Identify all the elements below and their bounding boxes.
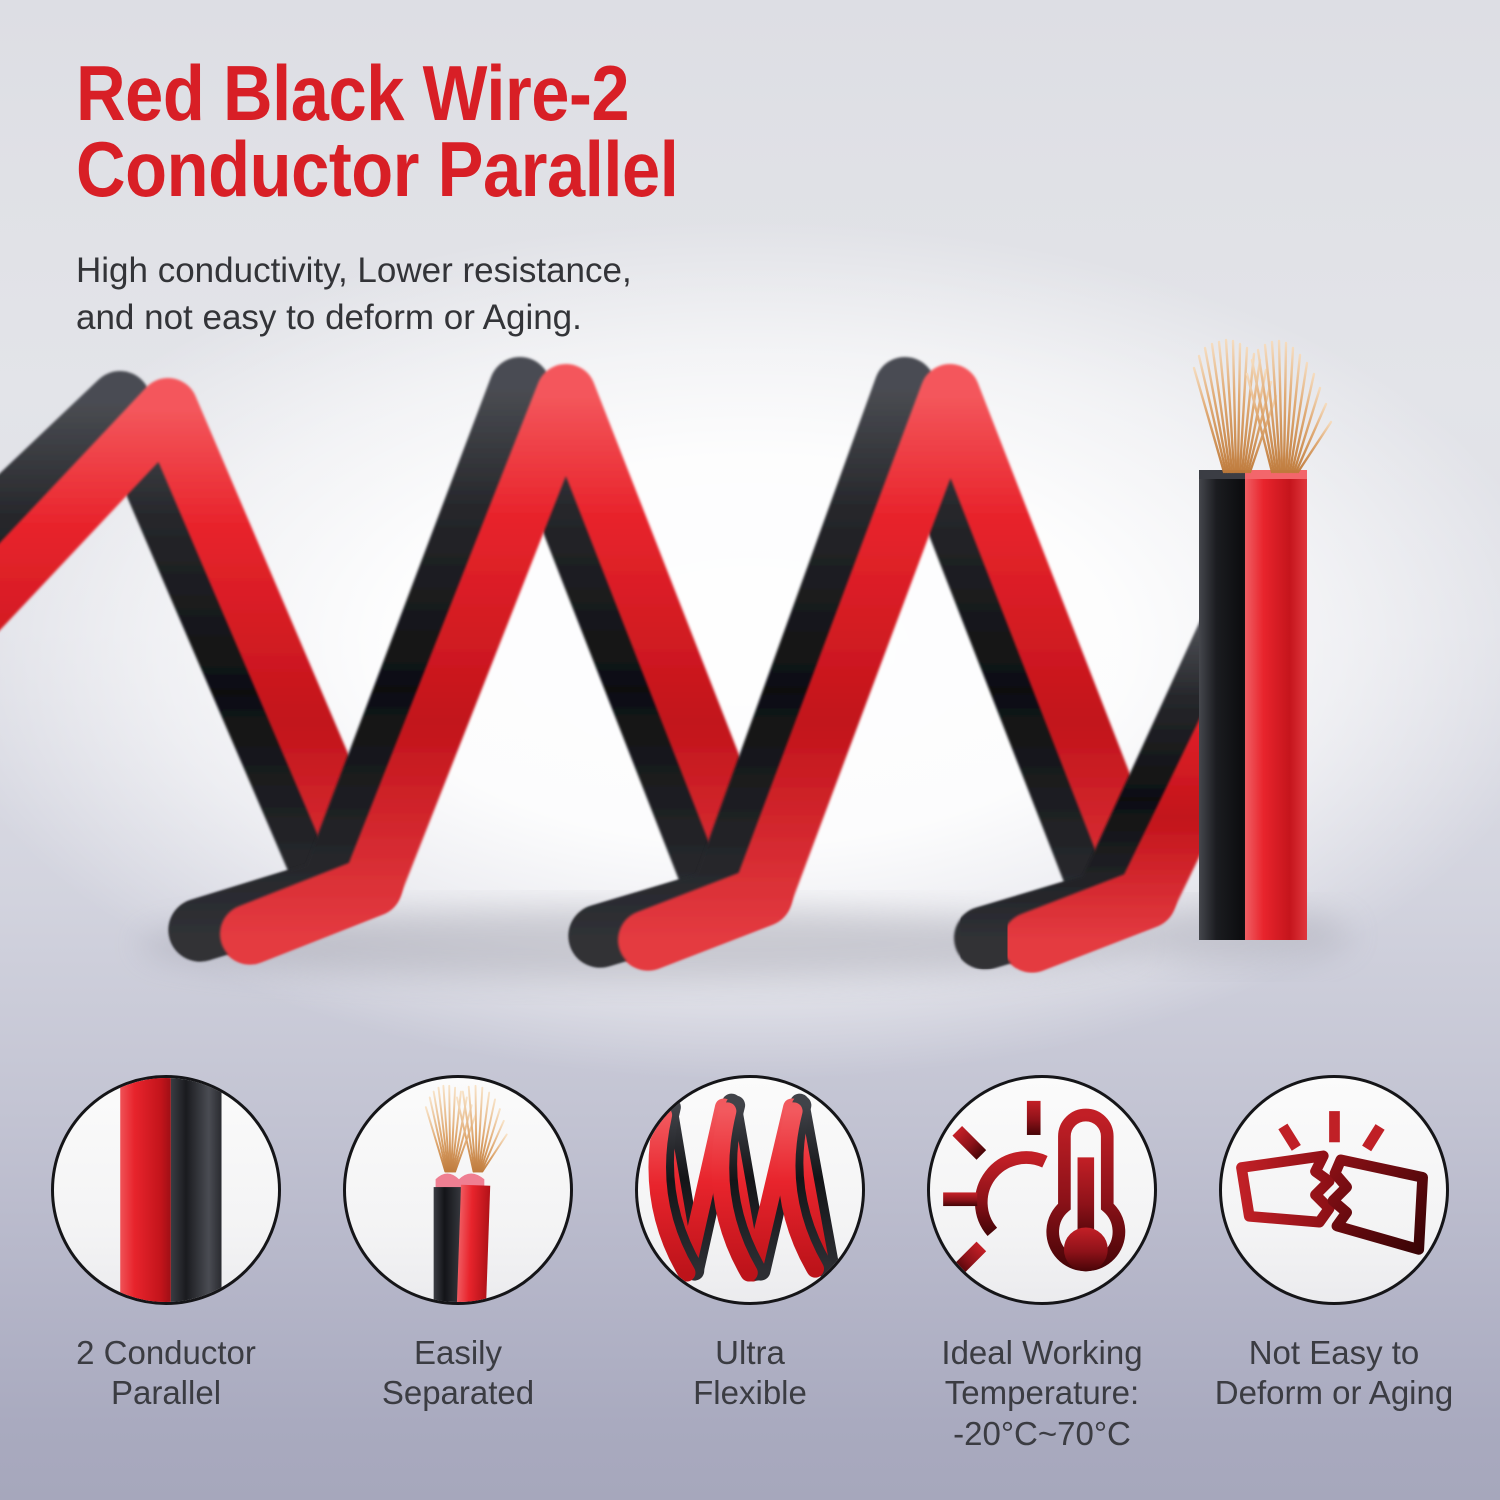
feature-item: Ideal Working Temperature: -20°C~70°C: [906, 1075, 1178, 1495]
copper-strands: [1192, 338, 1333, 474]
hero-wire-image: [0, 330, 1500, 1030]
feature-caption: Not Easy to Deform or Aging: [1214, 1334, 1454, 1412]
sun-thermometer-icon: [927, 1075, 1157, 1305]
feature-item: Not Easy to Deform or Aging: [1198, 1075, 1470, 1495]
feature-item: 2 Conductor Parallel: [30, 1075, 302, 1495]
feature-caption: Easily Separated: [381, 1334, 535, 1412]
feature-caption: Ultra Flexible: [693, 1334, 807, 1412]
broken-bar-icon: [1219, 1075, 1449, 1305]
stripped-wire-strands-icon: [343, 1075, 573, 1305]
page-title: Red Black Wire-2 Conductor Parallel: [76, 49, 679, 213]
feature-caption: 2 Conductor Parallel: [76, 1334, 256, 1412]
feature-caption: Ideal Working Temperature: -20°C~70°C: [941, 1334, 1143, 1452]
wire-cut-end: [1199, 470, 1307, 940]
coiled-wire-icon: [635, 1075, 865, 1305]
feature-item: Easily Separated: [322, 1075, 594, 1495]
page-subtitle: High conductivity, Lower resistance, and…: [76, 251, 632, 337]
feature-list: 2 Conductor Parallel: [0, 1075, 1500, 1495]
parallel-wire-cross-section-icon: [51, 1075, 281, 1305]
feature-item: Ultra Flexible: [614, 1075, 886, 1495]
